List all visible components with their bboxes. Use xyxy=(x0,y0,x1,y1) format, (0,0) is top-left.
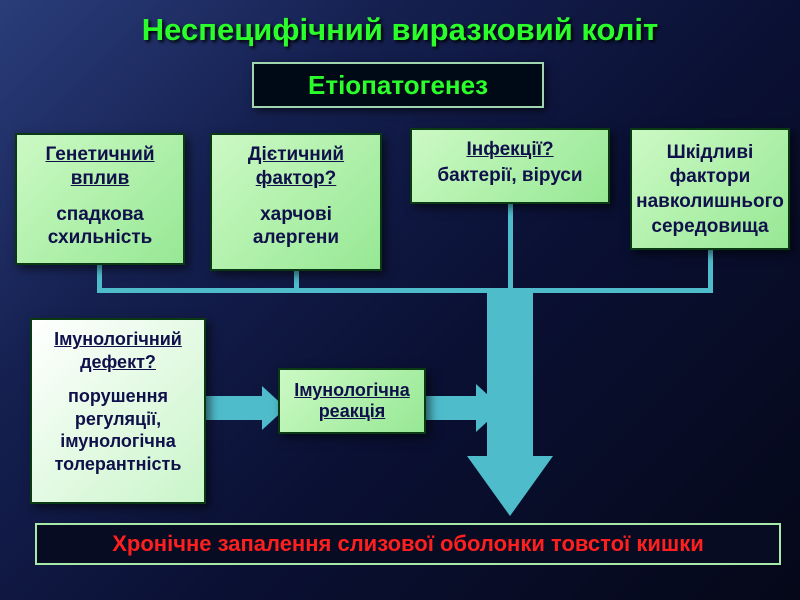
connector-line-diet xyxy=(294,269,299,293)
factor-box-infection-heading: Інфекції? xyxy=(466,139,554,160)
etiopathogenesis-box: Етіопатогенез xyxy=(252,62,544,108)
immune-defect-body: порушення регуляції, імунологічна толера… xyxy=(54,386,182,474)
right-arrow-defect-shaft xyxy=(206,396,264,420)
immune-reaction-box: Імунологічна реакція xyxy=(278,368,426,434)
immune-defect-box: Імунологічний дефект? порушення регуляці… xyxy=(30,318,206,504)
right-arrow-reaction-head xyxy=(476,384,502,432)
factor-box-genetic: Генетичний вплив спадкова схильність xyxy=(15,133,185,265)
big-down-arrow-head xyxy=(467,456,553,516)
factor-box-environment: Шкідливі фактори навколишнього середовищ… xyxy=(630,128,790,250)
immune-reaction-label: Імунологічна реакція xyxy=(294,380,410,421)
factor-box-genetic-body: спадкова схильність xyxy=(47,203,153,249)
connector-line-infection xyxy=(508,202,513,293)
connector-line-environment xyxy=(708,248,713,293)
factor-box-diet-heading: Дієтичний фактор? xyxy=(247,144,345,189)
slide-title: Неспецифічний виразковий коліт xyxy=(141,12,659,47)
conclusion-box: Хронічне запалення слизової оболонки тов… xyxy=(35,523,781,565)
factor-box-diet: Дієтичний фактор? харчові алергени xyxy=(210,133,382,271)
connector-line-genetic xyxy=(97,263,102,293)
factor-box-diet-body: харчові алергени xyxy=(252,203,340,249)
connector-line-horizontal xyxy=(97,288,713,293)
etiopathogenesis-label: Етіопатогенез xyxy=(308,69,488,100)
big-down-arrow-shaft xyxy=(487,291,533,458)
conclusion-text: Хронічне запалення слизової оболонки тов… xyxy=(112,531,704,556)
immune-defect-heading: Імунологічний дефект? xyxy=(54,329,182,372)
right-arrow-reaction-shaft xyxy=(426,396,478,420)
factor-box-infection-body: бактерії, віруси xyxy=(437,164,583,186)
factor-box-infection: Інфекції? бактерії, віруси xyxy=(410,128,610,204)
factor-box-genetic-heading: Генетичний вплив xyxy=(45,144,155,189)
factor-box-environment-body: Шкідливі фактори навколишнього середовищ… xyxy=(636,141,784,237)
